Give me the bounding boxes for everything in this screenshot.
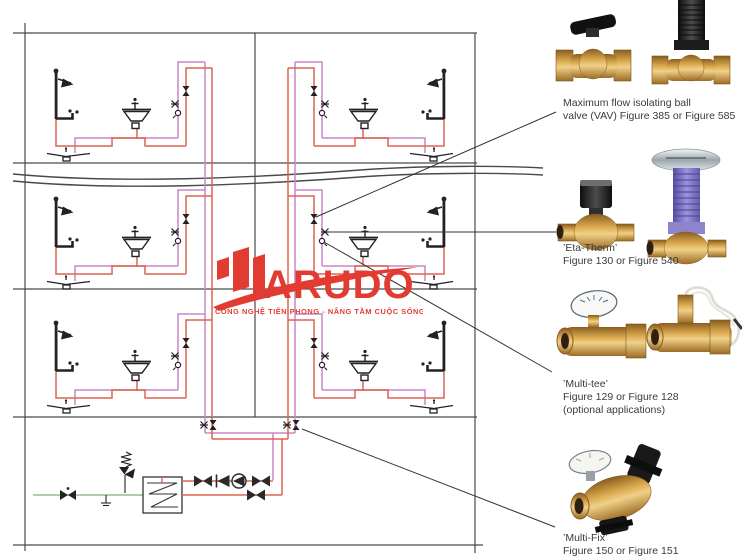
riser-isolating-valves	[282, 419, 301, 431]
safety-valve	[119, 451, 135, 493]
eta-therm-valve	[556, 180, 635, 251]
caption-line: Figure 150 or Figure 151	[563, 545, 679, 557]
caption-multi-tee: ’Multi-tee’ Figure 129 or Figure 128 (op…	[563, 378, 679, 417]
multi-tee-actuated-valve	[646, 286, 742, 355]
plant-room	[33, 451, 282, 514]
riser-isolating-valves	[199, 419, 218, 431]
callout-multi-tee	[323, 241, 553, 373]
callout-lines	[301, 111, 557, 528]
caption-line: ’Multi-Fix’	[563, 532, 608, 544]
caption-eta-therm: ’Eta-Therm’ Figure 130 or Figure 540	[563, 242, 679, 268]
callout-vav	[315, 111, 557, 218]
building-frame	[13, 23, 483, 553]
product-image-multi-fix	[568, 444, 663, 536]
apartment-unit	[286, 60, 455, 163]
apartment-unit	[45, 188, 214, 291]
callout-multi-fix	[301, 428, 556, 528]
apartment-unit	[45, 60, 214, 163]
watermark-tagline: CÔNG NGHỆ TIÊN PHONG - NÂNG TẦM CUỘC SỐN…	[215, 306, 423, 316]
product-image-multi-tee	[556, 286, 742, 359]
ball-valve-lever	[555, 14, 632, 82]
pump-line-valves	[194, 473, 270, 501]
caption-line: ’Eta-Therm’	[563, 242, 618, 254]
product-image-vav	[555, 0, 731, 85]
caption-multi-fix: ’Multi-Fix’ Figure 150 or Figure 151	[563, 532, 679, 558]
caption-line: Figure 129 or Figure 128	[563, 391, 679, 403]
caption-line: valve (VAV) Figure 385 or Figure 585	[563, 110, 736, 122]
multi-tee-thermometer-valve	[556, 290, 647, 359]
main-risers	[204, 62, 296, 495]
apartment-unit	[286, 312, 455, 415]
harudo-watermark: ARUDO CÔNG NGHỆ TIÊN PHONG - NÂNG TẦM CU…	[213, 247, 423, 316]
logo-swoosh-icon	[213, 267, 418, 311]
ground-symbol	[101, 495, 111, 507]
logo-block-icon	[217, 257, 229, 280]
apartment-unit	[45, 312, 214, 415]
break-lines	[12, 165, 544, 187]
eta-therm-head-valve	[646, 148, 727, 265]
caption-line: Figure 130 or Figure 540	[563, 255, 679, 267]
ball-valve-hose	[651, 0, 731, 85]
caption-line: (optional applications)	[563, 404, 666, 416]
caption-line: Maximum flow isolating ball	[563, 97, 691, 109]
multi-fix-valve	[568, 444, 663, 536]
caption-vav: Maximum flow isolating ball valve (VAV) …	[563, 97, 735, 123]
caption-line: ’Multi-tee’	[563, 378, 608, 390]
cold-feed-valve	[60, 487, 76, 500]
water-heater	[142, 476, 183, 514]
product-image-eta-therm	[556, 148, 727, 265]
